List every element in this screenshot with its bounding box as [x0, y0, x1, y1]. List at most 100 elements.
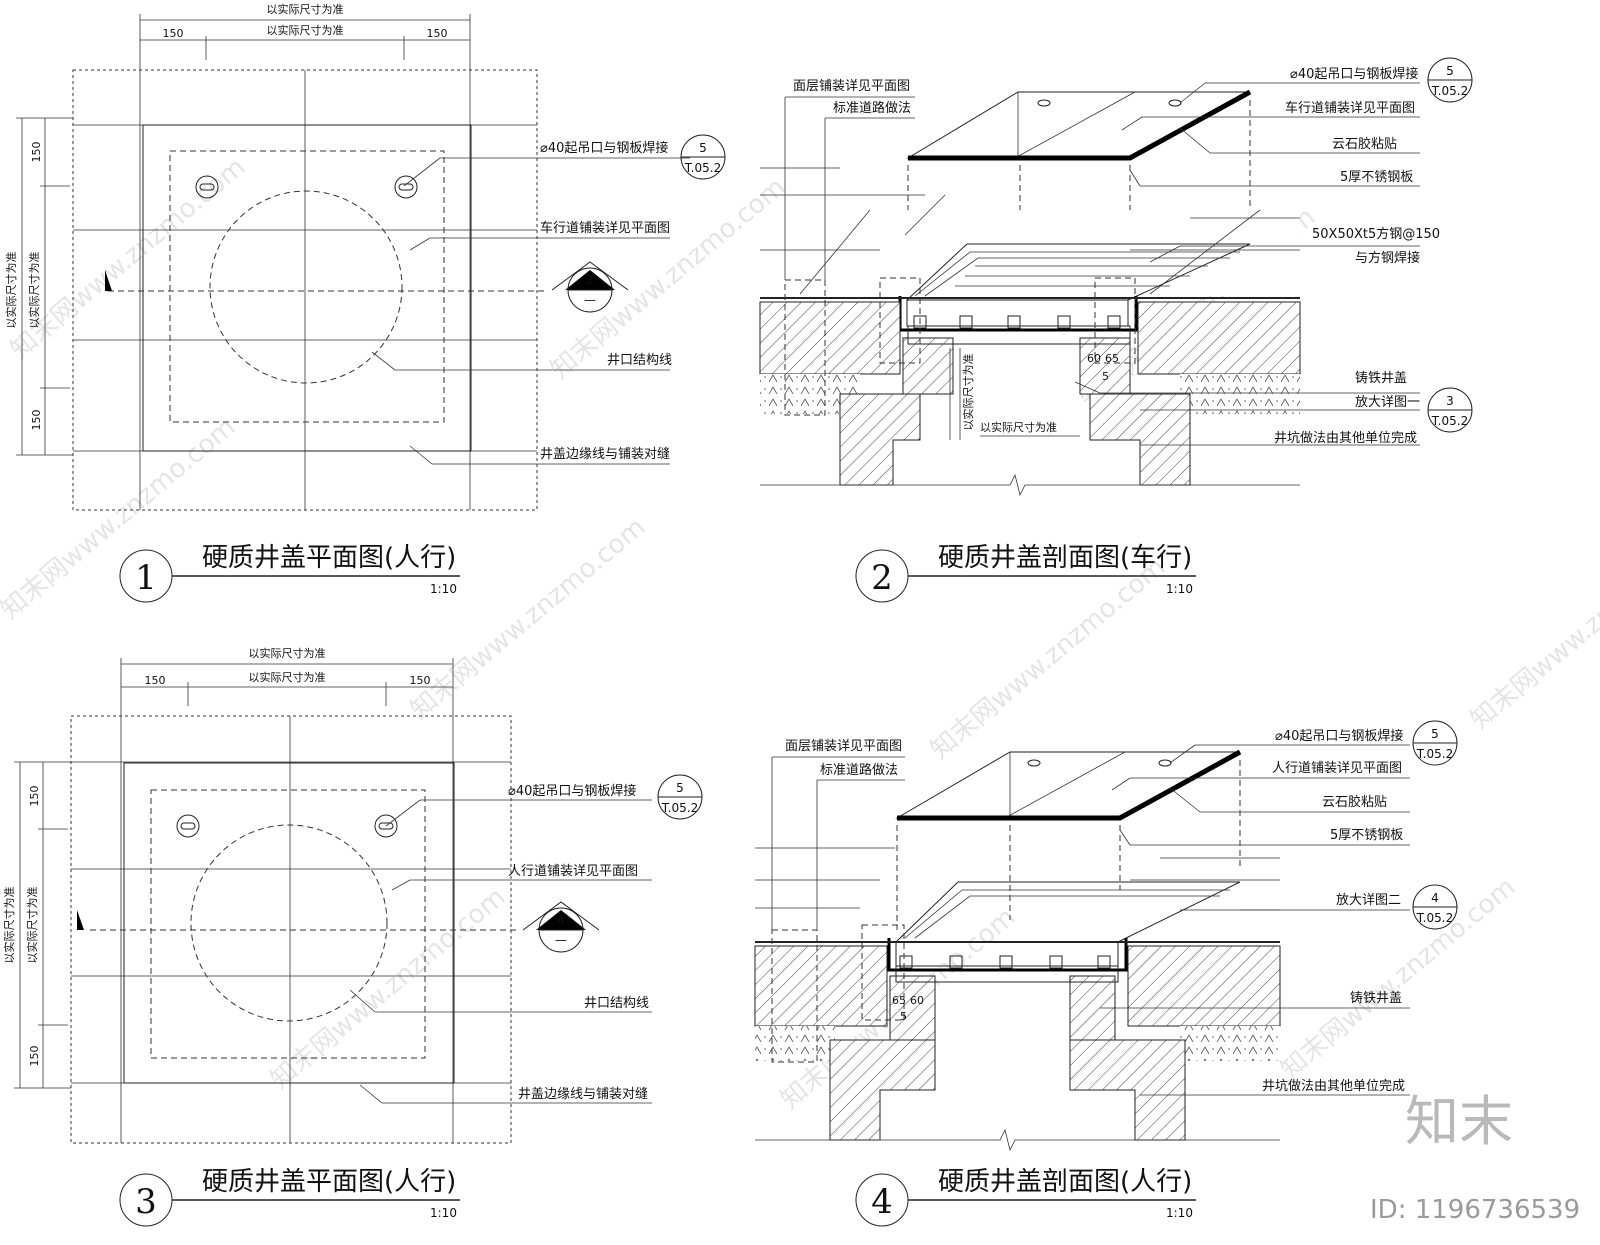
road-base-right	[1137, 301, 1301, 375]
dim-side-label: 150	[145, 674, 166, 687]
note-surface: 面层铺装详见平面图	[785, 739, 902, 754]
dim-width-label: 以实际尺寸为准	[980, 420, 1057, 434]
paving-area	[70, 715, 512, 1144]
ref-sheet: T.05.2	[1416, 747, 1453, 761]
dimension-top: 以实际尺寸为准 以实际尺寸为准 150 150	[120, 646, 454, 716]
note-paving: 人行道铺装详见平面图	[1272, 761, 1402, 776]
note-standard-road: 标准道路做法	[833, 100, 911, 116]
well-structure-circle	[209, 190, 403, 384]
dim-side-label: 150	[28, 1046, 41, 1067]
section-mark-sheet: —	[555, 933, 567, 947]
note-square-steel: 50X50Xt5方钢@150	[1312, 226, 1440, 242]
dim-vert-mid-label: 以实际尺寸为准	[27, 252, 41, 329]
title-block-2: 2 硬质井盖剖面图(车行) 1:10	[855, 543, 1196, 603]
dimension-top: 以实际尺寸为准 以实际尺寸为准 150 150	[139, 2, 471, 70]
drawing-number: 3	[135, 1182, 157, 1222]
leaders	[371, 157, 690, 465]
watermark-text: 知末网www.znzmo.com	[925, 552, 1171, 765]
inner-frame	[150, 789, 426, 1059]
note-standard-road: 标准道路做法	[820, 762, 898, 778]
detail-reference: 3 T.05.2	[1427, 387, 1473, 433]
drawing-title: 硬质井盖剖面图(车行)	[938, 543, 1192, 573]
note-well-line: 井口结构线	[607, 353, 672, 368]
detail-box	[1094, 277, 1136, 364]
section-arrow-icon	[105, 270, 112, 291]
plan-view-1: 2 — 以实际尺寸为准 以实际尺寸为准 150 150 以实际尺寸为准 以实际尺…	[4, 2, 726, 511]
note-cover-edge: 井盖边缘线与铺装对缝	[518, 1087, 648, 1102]
note-lifting-hole: ⌀40起吊口与钢板焊接	[540, 140, 668, 156]
section-view-4: 65 60 5 面层铺装详见平面图 标准道路做法 ⌀40起吊口与钢板焊接 人行道…	[754, 720, 1458, 1152]
dim-side-label: 150	[30, 142, 43, 163]
ref-number: 5	[699, 141, 707, 155]
drawing-number: 4	[871, 1182, 893, 1222]
well-structure-circle	[190, 824, 388, 1022]
lifting-hole-icon	[195, 175, 219, 199]
note-detail-2: 放大详图二	[1336, 893, 1401, 908]
note-well-line: 井口结构线	[584, 996, 649, 1011]
dim-depth-label: 以实际尺寸为准	[961, 354, 975, 431]
section-mark-4: 4 —	[522, 901, 600, 953]
break-line	[755, 1128, 1280, 1152]
note-lifting-hole: ⌀40起吊口与钢板焊接	[508, 783, 636, 799]
section-arrow-icon	[77, 910, 84, 930]
note-paving: 车行道铺装详见平面图	[1285, 100, 1415, 116]
cover-plate	[906, 91, 1251, 159]
ref-sheet: T.05.2	[1431, 414, 1468, 428]
inner-frame	[169, 150, 445, 423]
note-detail-1: 放大详图一	[1355, 395, 1420, 410]
section-mark-number: 2	[586, 273, 594, 287]
road-base-left	[759, 301, 901, 375]
steel-plate-edge	[897, 749, 1242, 821]
dim-65: 65	[1105, 352, 1119, 365]
well-wall-right	[1089, 393, 1191, 486]
dim-side-label: 150	[410, 674, 431, 687]
lifting-hole-icon	[394, 175, 418, 199]
note-lifting-hole: ⌀40起吊口与钢板焊接	[1290, 66, 1418, 82]
ref-number: 5	[1431, 727, 1439, 741]
watermark-text: 知末网www.znzmo.com	[265, 882, 511, 1095]
title-block-3: 3 硬质井盖平面图(人行) 1:10	[119, 1167, 460, 1227]
lifting-hole-icon	[1168, 99, 1182, 107]
drawing-title: 硬质井盖平面图(人行)	[202, 1167, 456, 1197]
drawing-scale: 1:10	[1166, 1206, 1193, 1220]
detail-reference: 5 T.05.2	[1412, 720, 1458, 766]
drawing-number: 1	[135, 558, 157, 598]
note-paving: 车行道铺装详见平面图	[540, 220, 670, 236]
note-cast-iron: 铸铁井盖	[1350, 990, 1402, 1006]
lifting-hole-icon	[176, 814, 200, 838]
section-view-2: 以实际尺寸为准 以实际尺寸为准 60 65 5 面层铺装详见平面图 标准道路做法…	[759, 57, 1473, 497]
dim-total-label: 以实际尺寸为准	[267, 2, 344, 16]
detail-reference: 4 T.05.2	[1412, 884, 1458, 930]
section-mark-2: 2 —	[551, 261, 629, 313]
note-steel-plate: 5厚不锈钢板	[1340, 170, 1413, 185]
detail-reference: 5 T.05.2	[1427, 57, 1473, 103]
lifting-hole-icon	[1037, 99, 1051, 107]
drawing-title: 硬质井盖剖面图(人行)	[938, 1167, 1192, 1197]
ref-number: 5	[676, 781, 684, 795]
drawing-scale: 1:10	[430, 582, 457, 596]
lifting-hole-icon	[1027, 759, 1041, 767]
square-steel-bars	[913, 315, 1121, 329]
watermark-text: 知末网www.znzmo.com	[1465, 522, 1600, 735]
dim-60: 60	[910, 994, 924, 1007]
drawing-scale: 1:10	[1166, 582, 1193, 596]
detail-box	[784, 279, 826, 416]
dimension-left: 以实际尺寸为准 以实际尺寸为准 150 150	[4, 117, 73, 456]
lifting-hole-icon	[1158, 759, 1172, 767]
watermark-logo: 知末	[1405, 1090, 1513, 1153]
cover-edge-line	[123, 762, 455, 1084]
well-wall-left	[829, 1039, 936, 1141]
well-wall-right	[1069, 1039, 1186, 1141]
cast-iron-cover	[895, 965, 1119, 983]
road-base-left	[754, 945, 888, 1027]
steel-plate-edge	[908, 89, 1252, 161]
dim-60: 60	[1087, 352, 1101, 365]
ref-sheet: T.05.2	[1416, 911, 1453, 925]
dim-total-label: 以实际尺寸为准	[249, 646, 326, 660]
dim-5: 5	[900, 1010, 907, 1023]
title-block-1: 1 硬质井盖平面图(人行) 1:10	[119, 543, 460, 603]
note-cast-iron: 铸铁井盖	[1355, 370, 1407, 386]
break-line	[760, 473, 1300, 497]
square-steel-bars	[899, 955, 1111, 969]
